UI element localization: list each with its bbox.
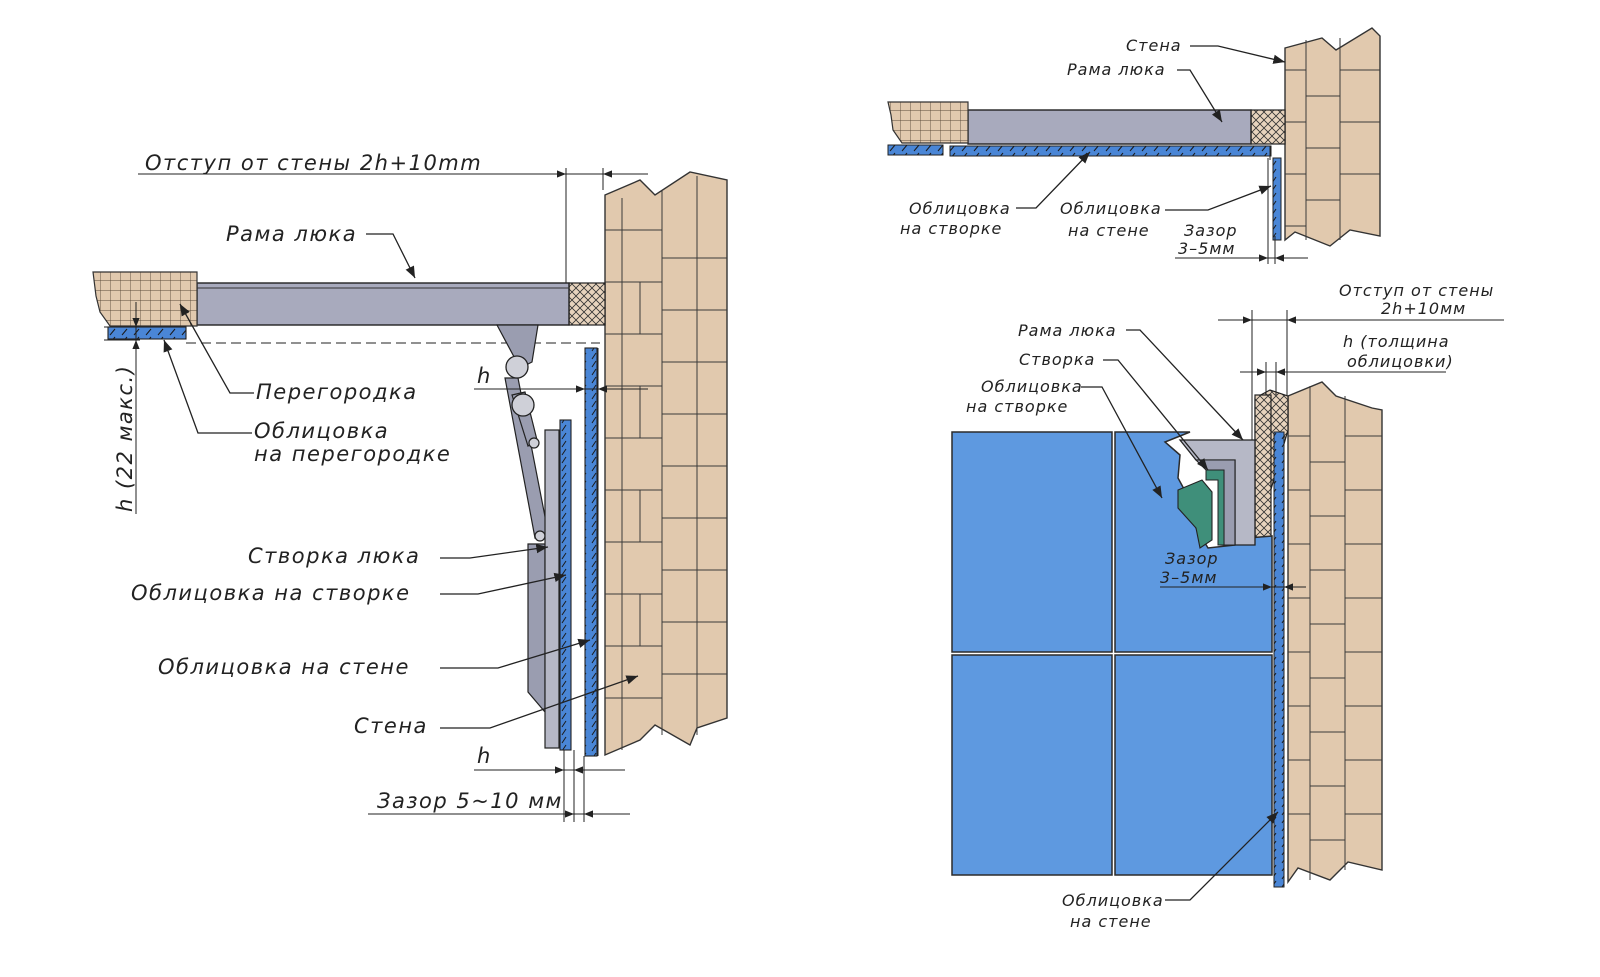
left-view: Отступ от стены 2h+10mm Рама люка Перего… bbox=[92, 151, 728, 822]
br-offset-dimension bbox=[1218, 310, 1504, 440]
bottom-right-view: Отступ от стены 2h+10мм h (толщина облиц… bbox=[951, 281, 1504, 931]
left-wall-bricks bbox=[604, 171, 728, 757]
left-wall-label: Стена bbox=[354, 714, 428, 738]
br-door-label: Створка bbox=[1019, 350, 1095, 369]
tr-door-cladding-label-1: Облицовка bbox=[909, 199, 1011, 218]
br-wall-cladding-label-1: Облицовка bbox=[1062, 891, 1164, 910]
br-filler-strip bbox=[1254, 394, 1272, 541]
left-offset-dimension bbox=[138, 168, 648, 283]
br-h-thickness-label-2: облицовки) bbox=[1347, 352, 1454, 371]
tr-gap-label-2: 3–5мм bbox=[1178, 239, 1236, 258]
br-h-thickness-dimension bbox=[1240, 362, 1446, 395]
left-door-cladding bbox=[559, 419, 572, 751]
left-hatch-frame bbox=[196, 282, 570, 326]
left-partition-cladding-label-2: на перегородке bbox=[254, 442, 451, 466]
br-gap-label-1: Зазор bbox=[1165, 549, 1219, 568]
br-wall-brick-lines bbox=[1288, 386, 1382, 880]
left-frame-label: Рама люка bbox=[226, 222, 357, 246]
tr-wall-brick-lines bbox=[1285, 38, 1380, 240]
tr-hatch-frame bbox=[967, 109, 1252, 145]
tr-wall-cladding-label-2: на стене bbox=[1068, 221, 1150, 240]
left-partition-label: Перегородка bbox=[256, 380, 418, 404]
left-h-max-dimension bbox=[104, 302, 140, 514]
left-wall-brick-lines bbox=[605, 176, 727, 750]
left-door-frame bbox=[544, 429, 560, 749]
br-offset-label-1: Отступ от стены bbox=[1339, 281, 1494, 300]
left-offset-label: Отступ от стены 2h+10mm bbox=[145, 151, 482, 175]
br-h-thickness-label-1: h (толщина bbox=[1343, 332, 1450, 351]
br-wall-bricks bbox=[1287, 381, 1383, 885]
br-door-seal bbox=[1177, 479, 1213, 549]
tr-partition-cladding bbox=[887, 144, 944, 156]
br-gap-label-2: 3–5мм bbox=[1160, 568, 1218, 587]
left-hinge-mechanism bbox=[495, 324, 549, 542]
left-door-cladding-label: Облицовка на створке bbox=[131, 581, 411, 605]
br-frame-label: Рама люка bbox=[1018, 321, 1117, 340]
tr-partition bbox=[887, 101, 969, 144]
br-offset-label-2: 2h+10мм bbox=[1381, 299, 1466, 318]
left-partition-cladding bbox=[107, 326, 187, 340]
tr-wall-cladding-label-1: Облицовка bbox=[1060, 199, 1162, 218]
tr-gap-dimension bbox=[1175, 158, 1308, 264]
tr-wall-cladding bbox=[1272, 157, 1282, 241]
left-h-top-label: h bbox=[477, 364, 492, 388]
left-wall-cladding-label: Облицовка на стене bbox=[158, 655, 410, 679]
left-h-max-label: h (22 макс.) bbox=[113, 365, 137, 512]
br-door-cladding-label-2: на створке bbox=[966, 397, 1068, 416]
tr-wall-label: Стена bbox=[1126, 36, 1182, 55]
br-door-cladding-label-1: Облицовка bbox=[981, 377, 1083, 396]
br-panel-bottom-right bbox=[1114, 654, 1273, 876]
br-wall-cladding bbox=[1273, 431, 1285, 888]
tr-door-cladding-label-2: на створке bbox=[900, 219, 1002, 238]
left-frame-filler bbox=[568, 282, 606, 326]
left-wall-cladding bbox=[584, 347, 598, 757]
br-gasket bbox=[1205, 469, 1225, 546]
tr-gap-label-1: Зазор bbox=[1184, 221, 1238, 240]
br-wall-cladding-label-2: на стене bbox=[1070, 912, 1152, 931]
tr-wall-bricks bbox=[1284, 27, 1381, 247]
br-panel-top-left bbox=[951, 431, 1113, 653]
left-partition bbox=[92, 271, 198, 327]
top-right-view: Стена Рама люка Облицовка на створке Обл… bbox=[887, 27, 1381, 264]
left-door-label: Створка люка bbox=[248, 544, 420, 568]
br-panel-bottom-left bbox=[951, 654, 1113, 876]
left-h-bottom-label: h bbox=[477, 744, 492, 768]
tr-frame-filler bbox=[1250, 109, 1286, 145]
tr-frame-label: Рама люка bbox=[1067, 60, 1166, 79]
left-partition-cladding-label-1: Облицовка bbox=[254, 419, 389, 443]
left-door-leaf bbox=[527, 543, 546, 714]
tr-door-cladding bbox=[949, 145, 1272, 157]
left-gap-label: Зазор 5~10 мм bbox=[377, 789, 563, 813]
